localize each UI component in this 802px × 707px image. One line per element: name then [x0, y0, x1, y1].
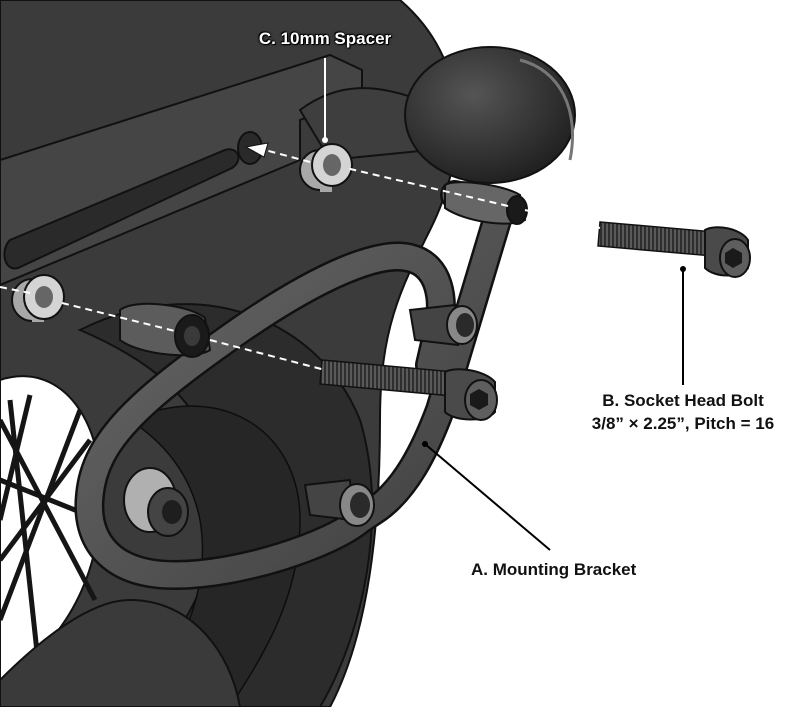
- label-spacer: C. 10mm Spacer: [258, 29, 392, 48]
- nut-upper-right: [408, 303, 478, 347]
- label-bracket: A. Mounting Bracket: [471, 560, 637, 579]
- leader-dot-bolt: [680, 266, 686, 272]
- label-bolt-line2: 3/8” × 2.25”, Pitch = 16: [591, 414, 775, 433]
- wheel-spokes: [0, 375, 242, 707]
- insertion-arrow: [244, 142, 269, 158]
- leader-dot-spacer: [322, 137, 328, 143]
- spacer-upper: [299, 143, 353, 192]
- spacer-left: [11, 274, 65, 322]
- socket-head-bolt-upper: [597, 221, 751, 278]
- bracket-nuts: [123, 303, 478, 537]
- socket-head-bolt-lower: [319, 359, 498, 421]
- leader-lines: [324, 58, 684, 551]
- nut-lower-left: [123, 467, 189, 537]
- label-bolt-line1: B. Socket Head Bolt: [602, 391, 764, 410]
- nut-lower-right: [303, 478, 375, 527]
- mounting-bracket: [74, 180, 528, 590]
- leader-bracket: [424, 443, 551, 551]
- leader-dot-bracket: [422, 441, 428, 447]
- turn-signal-lamp: [298, 46, 576, 184]
- assembly-axis-lines: [0, 149, 601, 371]
